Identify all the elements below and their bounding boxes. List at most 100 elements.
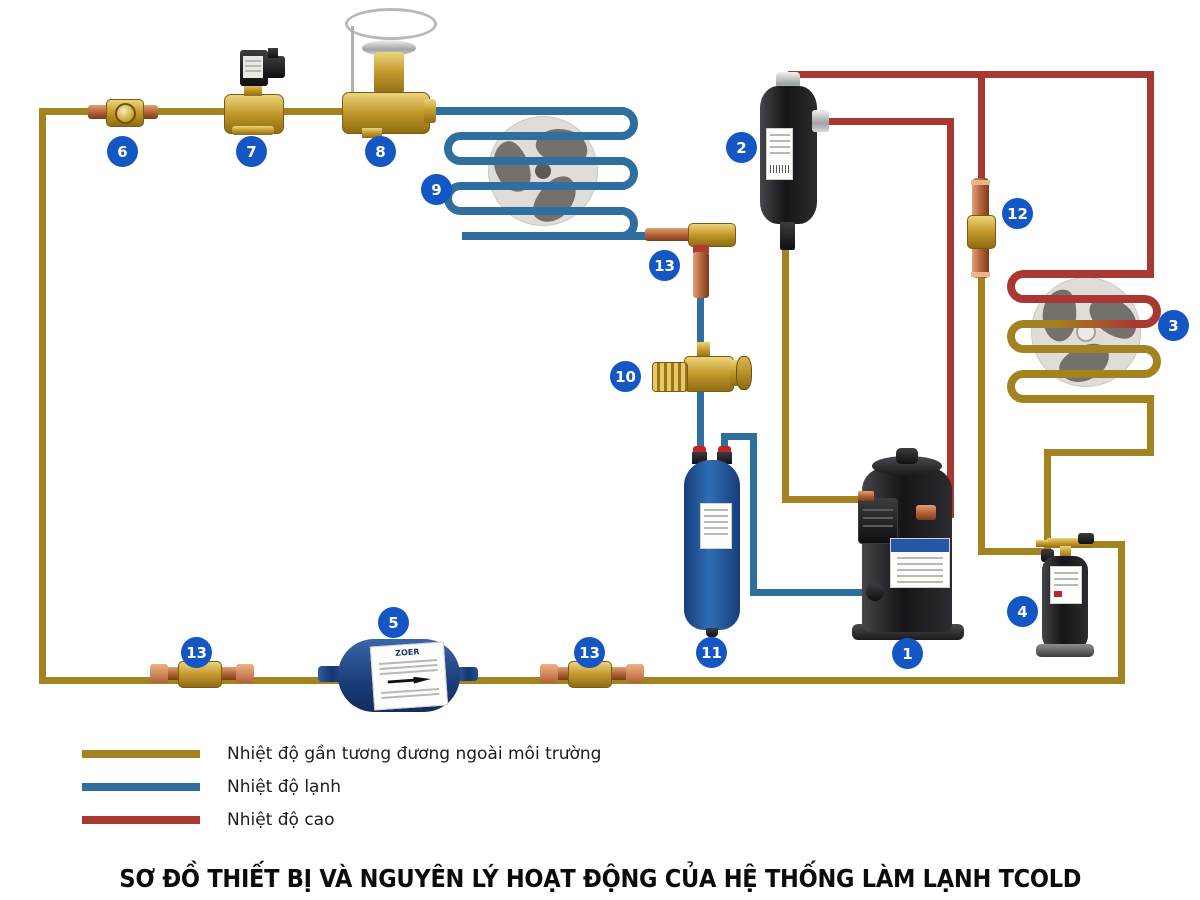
fan-hub <box>535 163 551 179</box>
service-valve-wheel-stub <box>730 360 740 386</box>
legend-swatch-ambient <box>82 750 200 758</box>
compressor-dome <box>872 456 942 476</box>
tee-13-body <box>688 223 736 247</box>
solenoid-coil-label <box>243 56 263 78</box>
accumulator-label <box>700 503 732 549</box>
oil-separator-drain-stem <box>780 222 795 250</box>
accumulator-cap-right <box>718 446 731 454</box>
legend-swatch-hot <box>82 816 200 824</box>
txv-sensing-bulb-coil <box>345 8 437 40</box>
sight-glass-13b-coupling <box>150 664 168 683</box>
oil-separator-label <box>766 128 793 180</box>
badge-sight-glass-13a: 13 <box>649 250 680 281</box>
sight-glass-12-body <box>967 215 996 249</box>
badge-filter-drier: 5 <box>378 607 409 638</box>
badge-condenser: 3 <box>1158 310 1189 341</box>
condenser-u-turn <box>1007 370 1025 403</box>
service-valve-body <box>684 356 734 392</box>
pipe-compressor-discharge-v <box>947 118 954 518</box>
badge-compressor: 1 <box>892 638 923 669</box>
evaporator-u-turn <box>620 207 638 240</box>
pipe-to-sightglass12 <box>978 71 985 189</box>
evaporator-row-6 <box>462 232 680 240</box>
evaporator-row-2 <box>462 132 625 140</box>
filter-drier-brand: ZOER <box>394 647 420 658</box>
solenoid-connector-top <box>268 48 278 58</box>
receiver-label <box>1050 566 1082 604</box>
pipe-compressor-discharge-h <box>812 118 954 125</box>
txv-upper-cylinder <box>374 52 404 94</box>
diagram-title: SƠ ĐỒ THIẾT BỊ VÀ NGUYÊN LÝ HOẠT ĐỘNG CỦ… <box>0 864 1200 893</box>
condenser-row-5 <box>1025 370 1145 378</box>
legend-label-hot: Nhiệt độ cao <box>227 810 335 830</box>
receiver-valve-knob <box>1078 533 1094 544</box>
condenser-row-2 <box>1025 295 1145 303</box>
badge-sight-glass-13c: 13 <box>574 637 605 668</box>
compressor-discharge-port <box>916 505 936 520</box>
pipe-liquid-left-riser <box>39 108 46 684</box>
receiver-label-mark <box>1054 591 1062 597</box>
pipe-condenser-outlet-h <box>1044 449 1154 456</box>
legend-item-hot: Nhiệt độ cao <box>82 810 335 830</box>
evaporator-u-turn <box>444 132 462 165</box>
badge-oil-separator: 2 <box>726 132 757 163</box>
condenser-u-turn <box>1007 270 1025 303</box>
receiver-valve-left-stub <box>1036 540 1048 547</box>
pipe-suction-riser <box>750 433 757 596</box>
condenser-row-4 <box>1025 345 1145 353</box>
pipe-sightglass12-to-receiver <box>978 548 1050 555</box>
pipe-condenser-outlet-v <box>1044 449 1051 555</box>
compressor-terminal-box <box>858 498 898 544</box>
pipe-receiver-outlet-riser <box>1118 541 1125 684</box>
evaporator-u-turn <box>620 107 638 140</box>
pipe-sightglass12-down <box>978 272 985 555</box>
pipe-condenser-exit <box>1147 395 1154 456</box>
filter-drier-right-spigot <box>456 667 478 681</box>
fan-blade <box>524 169 586 231</box>
pipe-accumulator-out-h <box>721 433 757 440</box>
sight-glass-6-window <box>115 103 136 124</box>
badge-accumulator: 11 <box>696 637 727 668</box>
legend-item-ambient: Nhiệt độ gần tương đương ngoài môi trườn… <box>82 744 601 764</box>
evaporator-row-4 <box>462 182 625 190</box>
sight-glass-13b-coupling <box>236 664 254 683</box>
badge-sight-glass-12: 12 <box>1002 198 1033 229</box>
compressor-label-band <box>891 539 949 552</box>
condenser-row-3 <box>1025 320 1145 328</box>
filter-drier-label: ZOER <box>369 641 449 711</box>
pipe-condenser-inlet <box>1147 71 1154 278</box>
pipe-liquid-top-line <box>39 108 399 115</box>
badge-evaporator: 9 <box>421 174 452 205</box>
pipe-suction-to-compressor <box>750 589 875 596</box>
badge-oil-reservoir: 4 <box>1007 596 1038 627</box>
badge-sight-glass-valve: 6 <box>107 136 138 167</box>
evaporator-row-1 <box>415 107 625 115</box>
solenoid-valve-base <box>232 126 274 135</box>
tee-13-red-band <box>693 245 709 253</box>
condenser-row-6 <box>1025 395 1154 403</box>
filter-drier-left-spigot <box>318 666 344 682</box>
legend-label-cold: Nhiệt độ lạnh <box>227 777 342 797</box>
badge-solenoid-valve: 7 <box>236 136 267 167</box>
diagram-title-text: SƠ ĐỒ THIẾT BỊ VÀ NGUYÊN LÝ HOẠT ĐỘNG CỦ… <box>119 864 1081 893</box>
txv-bottom-nub <box>362 128 382 138</box>
condenser-u-turn <box>1143 295 1161 328</box>
sight-glass-12-ring <box>971 272 990 277</box>
pipe-oil-return-h <box>782 496 872 503</box>
oil-separator-barcode <box>769 165 790 173</box>
oil-separator-side-port <box>812 110 829 132</box>
pipe-discharge-top <box>788 71 1154 78</box>
compressor-suction-port <box>866 583 884 601</box>
condenser-u-turn <box>1143 345 1161 378</box>
service-valve-coupler <box>652 362 688 392</box>
badge-service-valve: 10 <box>610 361 641 392</box>
receiver-base-flange <box>1036 644 1094 657</box>
pipe-oil-return-v <box>782 245 789 503</box>
sight-glass-13c-coupling <box>540 664 558 683</box>
compressor-oil-port <box>858 491 874 501</box>
solenoid-valve-neck <box>244 84 262 96</box>
txv-outlet-port <box>424 99 436 123</box>
legend-label-ambient: Nhiệt độ gần tương đương ngoài môi trườn… <box>227 744 602 764</box>
filter-drier-arrow-icon <box>388 675 432 685</box>
